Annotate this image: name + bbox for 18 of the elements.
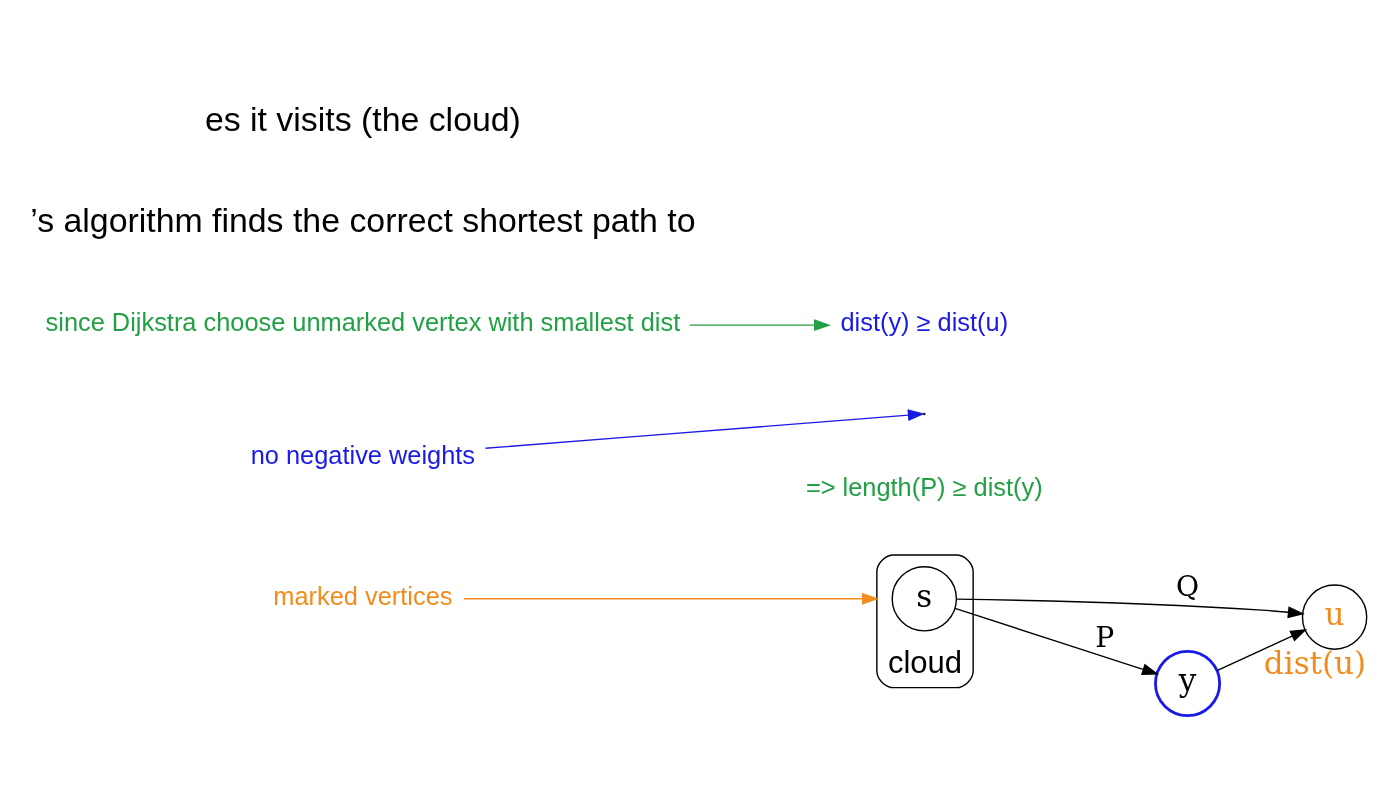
- edge-label: Q: [1175, 569, 1200, 603]
- node-text: marked vertices: [273, 581, 453, 610]
- node-text: since Dijkstra choose unmarked vertex with smallest dist: [45, 307, 681, 336]
- arrow: [954, 607, 1159, 675]
- label: es it visits (the cloud): [204, 99, 521, 138]
- node-circle: y: [1154, 649, 1222, 717]
- node-circle: s: [891, 565, 958, 632]
- label: => length(P) ≥ dist(y): [805, 472, 1043, 501]
- arrow: [463, 592, 879, 605]
- arrow: [955, 597, 1305, 618]
- node-text: no negative weights: [250, 440, 476, 469]
- node-circle: u: [1301, 583, 1368, 650]
- arrow: [1216, 628, 1308, 671]
- edge-label: P: [1095, 620, 1115, 654]
- node-text: dist(y) ≥ dist(u): [840, 307, 1009, 336]
- label: ’s algorithm finds the correct shortest path to: [30, 200, 696, 239]
- arrow: [688, 318, 831, 331]
- arrow: [484, 408, 925, 449]
